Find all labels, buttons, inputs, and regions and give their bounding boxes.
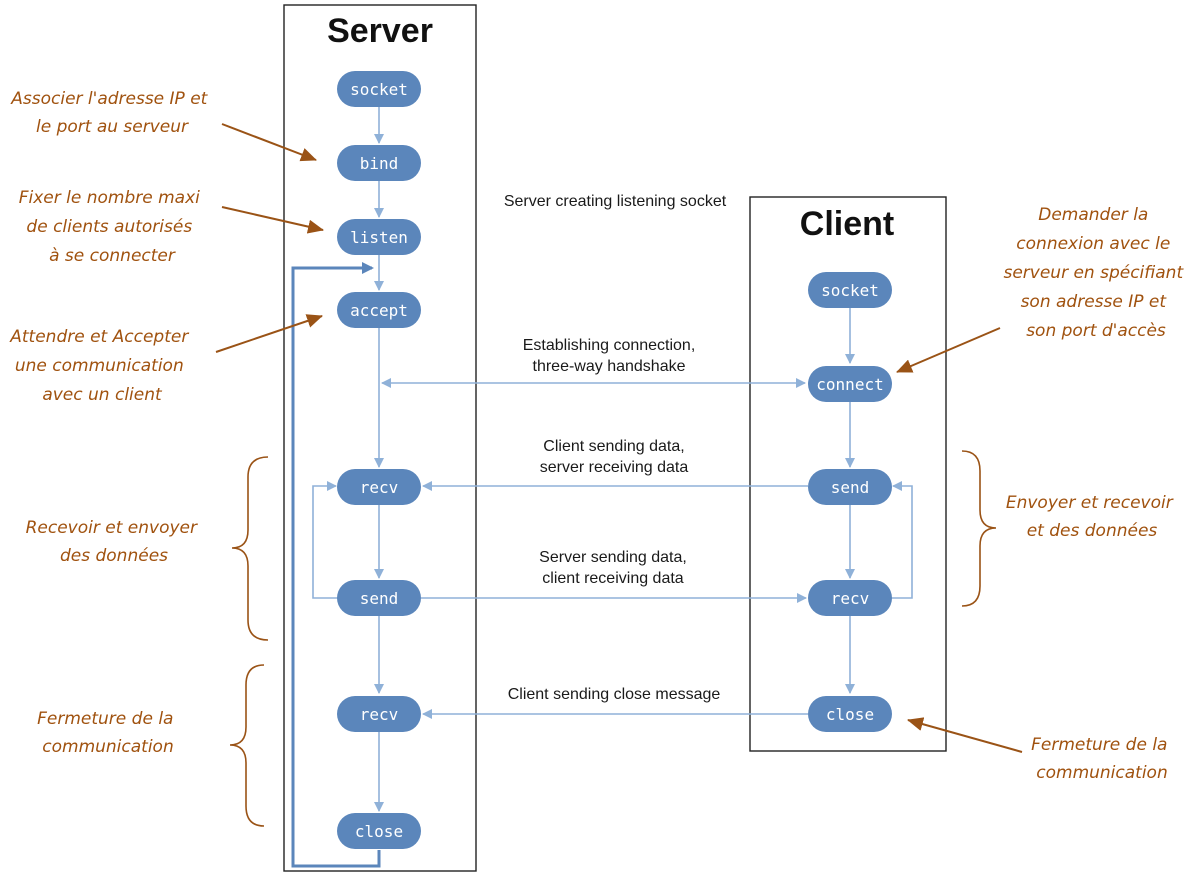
client-node-send-label: send	[831, 478, 870, 497]
client-panel	[749, 196, 947, 752]
server-node-listen-label: listen	[350, 228, 408, 247]
server-node-socket-label: socket	[350, 80, 408, 99]
server-node-close-label: close	[355, 822, 403, 841]
server-node-accept: accept	[337, 292, 421, 328]
server-node-listen: listen	[337, 219, 421, 255]
note-server-exchange: Recevoir et envoyer des données	[26, 518, 203, 566]
server-node-recv-close: recv	[337, 696, 421, 732]
client-node-send: send	[808, 469, 892, 505]
server-node-recv: recv	[337, 469, 421, 505]
client-title: Client	[800, 205, 894, 243]
server-node-recv-label: recv	[360, 478, 399, 497]
client-node-socket-label: socket	[821, 281, 879, 300]
client-node-close: close	[808, 696, 892, 732]
pointer-arrow-listen	[221, 206, 324, 234]
server-node-recv-close-label: recv	[360, 705, 399, 724]
note-client-exchange: Envoyer et recevoir et des données	[1006, 493, 1178, 541]
server-exchange-loop	[312, 481, 338, 599]
caption-handshake-2: three-way handshake	[533, 358, 686, 375]
brace-client-exchange	[961, 450, 997, 607]
client-node-recv: recv	[808, 580, 892, 616]
note-bind: Associer l'adresse IP et le port au serv…	[10, 89, 213, 137]
client-node-connect: connect	[808, 366, 892, 402]
server-node-send: send	[337, 580, 421, 616]
pointer-arrow-accept	[215, 314, 323, 353]
server-node-bind: bind	[337, 145, 421, 181]
client-node-connect-label: connect	[816, 375, 883, 394]
note-connect: Demander la connexion avec le serveur en…	[1003, 205, 1188, 341]
server-title: Server	[327, 12, 433, 50]
caption-listening: Server creating listening socket	[504, 193, 727, 210]
caption-server-send-2: client receiving data	[542, 570, 684, 587]
brace-server-exchange	[231, 456, 269, 641]
caption-client-send-1: Client sending data,	[543, 438, 684, 455]
caption-handshake-1: Establishing connection,	[523, 337, 696, 354]
server-panel	[283, 4, 477, 872]
client-exchange-loop	[891, 481, 913, 599]
client-node-socket: socket	[808, 272, 892, 308]
server-node-accept-label: accept	[350, 301, 408, 320]
close-to-accept-loop	[291, 262, 381, 868]
server-node-socket: socket	[337, 71, 421, 107]
note-listen: Fixer le nombre maxi de clients autorisé…	[19, 188, 206, 266]
client-node-close-label: close	[826, 705, 874, 724]
note-accept: Attendre et Accepter une communication a…	[9, 327, 193, 405]
caption-server-send-1: Server sending data,	[539, 549, 687, 566]
pointer-arrow-bind	[221, 123, 317, 162]
note-server-close: Fermeture de la communication	[37, 709, 179, 757]
server-node-send-label: send	[360, 589, 399, 608]
server-node-close: close	[337, 813, 421, 849]
pointer-arrow-connect	[896, 327, 1001, 373]
caption-client-send-2: server receiving data	[540, 459, 689, 476]
caption-close-message: Client sending close message	[508, 686, 721, 703]
server-node-bind-label: bind	[360, 154, 399, 173]
note-client-close: Fermeture de la communication	[1031, 735, 1173, 783]
pointer-arrow-client-close	[907, 717, 1023, 753]
client-node-recv-label: recv	[831, 589, 870, 608]
brace-server-close	[229, 664, 265, 827]
